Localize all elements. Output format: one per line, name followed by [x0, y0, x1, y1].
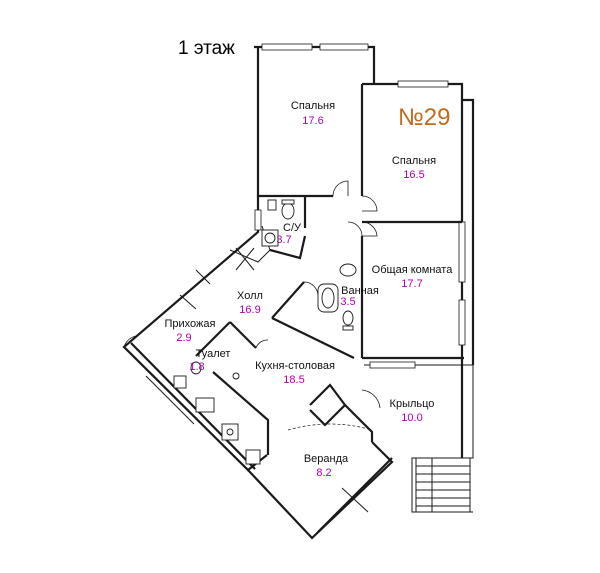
room-name: Веранда — [304, 453, 349, 465]
room-kitchen: Кухня-столовая 18.5 — [255, 360, 335, 386]
room-name: Ванная — [341, 285, 379, 297]
room-area: 3.7 — [276, 234, 291, 246]
room-area: 17.7 — [401, 278, 422, 290]
apartment-number: №29 — [398, 104, 450, 131]
room-bedroom-1: Спальня 17.6 — [291, 100, 335, 127]
room-name: Туалет — [196, 348, 231, 360]
room-bathroom: Ванная 3.5 — [340, 285, 379, 308]
room-name: Холл — [237, 290, 263, 302]
room-veranda: Веранда 8.2 — [304, 453, 349, 479]
room-name: Прихожая — [165, 318, 216, 330]
room-name: Общая комната — [372, 264, 454, 276]
floor-label: 1 этаж — [178, 38, 235, 59]
plumbing-fixtures — [173, 199, 357, 465]
room-toilet: Туалет 1.8 — [189, 348, 230, 373]
room-area: 8.2 — [316, 467, 331, 479]
room-area: 16.9 — [239, 304, 260, 316]
porch-stairs — [415, 457, 471, 513]
room-bedroom-2: Спальня 16.5 — [392, 155, 436, 181]
room-name: С/У — [283, 222, 302, 234]
room-area: 3.5 — [340, 296, 355, 308]
room-area: 18.5 — [283, 374, 304, 386]
room-living: Общая комната 17.7 — [372, 264, 454, 290]
room-porch: Крыльцо 10.0 — [390, 398, 435, 424]
interior-walls — [195, 196, 464, 455]
room-wc-combined: С/У 3.7 — [276, 222, 302, 246]
room-area: 10.0 — [401, 412, 422, 424]
room-name: Спальня — [291, 100, 335, 112]
room-area: 2.9 — [176, 332, 191, 344]
room-name: Спальня — [392, 155, 436, 167]
room-area: 17.6 — [302, 115, 323, 127]
room-entrance: Прихожая 2.9 — [165, 318, 216, 344]
room-name: Крыльцо — [390, 398, 435, 410]
windows — [145, 43, 466, 513]
room-hall: Холл 16.9 — [237, 290, 263, 316]
room-name: Кухня-столовая — [255, 360, 335, 372]
room-area: 1.8 — [189, 361, 204, 373]
room-area: 16.5 — [403, 169, 424, 181]
